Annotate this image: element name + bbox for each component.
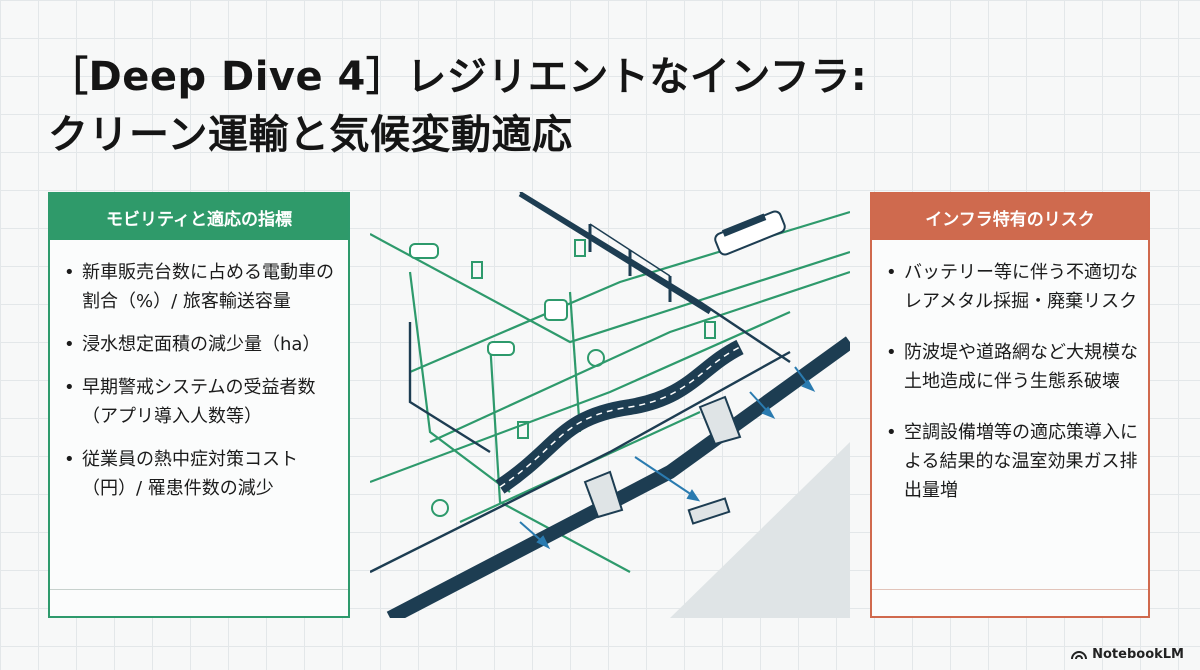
title-line-2: クリーン運輸と気候変動適応: [48, 112, 573, 158]
levee-icon: [386, 336, 850, 618]
infrastructure-risks-list: バッテリー等に伴う不適切なレアメタル採掘・廃棄リスク 防波堤や道路網など大規模な…: [872, 240, 1148, 505]
ev-charger-icon: [587, 349, 605, 367]
notebooklm-brand: NotebookLM: [1071, 647, 1184, 662]
ev-charger-icon: [574, 239, 586, 257]
list-item: 防波堤や道路網など大規模な土地造成に伴う生態系破壊: [884, 338, 1138, 396]
mobility-indicators-list: 新車販売台数に占める電動車の割合（%）/ 旅客輸送容量 浸水想定面積の減少量（h…: [50, 240, 348, 503]
train-icon: [714, 210, 786, 256]
mobility-indicators-heading: モビリティと適応の指標: [50, 194, 348, 240]
ev-charger-icon: [431, 499, 449, 517]
ev-charger-icon: [704, 321, 716, 339]
ev-charger-icon: [471, 261, 483, 279]
list-item: 早期警戒システムの受益者数（アプリ導入人数等）: [62, 373, 338, 431]
title-line-1: ［Deep Dive 4］レジリエントなインフラ:: [48, 54, 868, 100]
barrier-block: [687, 497, 731, 525]
page-title: ［Deep Dive 4］レジリエントなインフラ: クリーン運輸と気候変動適応: [48, 48, 1148, 164]
infrastructure-risks-panel: インフラ特有のリスク バッテリー等に伴う不適切なレアメタル採掘・廃棄リスク 防波…: [870, 192, 1150, 618]
seawall-icon: [495, 339, 744, 494]
list-item: 浸水想定面積の減少量（ha）: [62, 330, 338, 359]
mobility-indicators-panel: モビリティと適応の指標 新車販売台数に占める電動車の割合（%）/ 旅客輸送容量 …: [48, 192, 350, 618]
list-item: 従業員の熱中症対策コスト（円）/ 罹患件数の減少: [62, 445, 338, 503]
list-item: 新車販売台数に占める電動車の割合（%）/ 旅客輸送容量: [62, 258, 338, 316]
sea-area: [670, 442, 850, 618]
flood-arrow-icon: [519, 366, 816, 550]
panel-divider: [50, 589, 348, 590]
car-icon: [409, 243, 439, 259]
infrastructure-illustration: [370, 192, 850, 618]
brand-label: NotebookLM: [1092, 647, 1184, 662]
notebooklm-logo-icon: [1071, 650, 1088, 659]
infrastructure-risks-heading: インフラ特有のリスク: [872, 194, 1148, 240]
bridge-icon: [518, 192, 712, 315]
ev-charger-icon: [517, 421, 529, 439]
bus-icon: [544, 299, 568, 321]
list-item: 空調設備増等の適応策導入による結果的な温室効果ガス排出量増: [884, 418, 1138, 505]
panel-divider: [872, 589, 1148, 590]
list-item: バッテリー等に伴う不適切なレアメタル採掘・廃棄リスク: [884, 258, 1138, 316]
car-icon: [487, 341, 515, 356]
